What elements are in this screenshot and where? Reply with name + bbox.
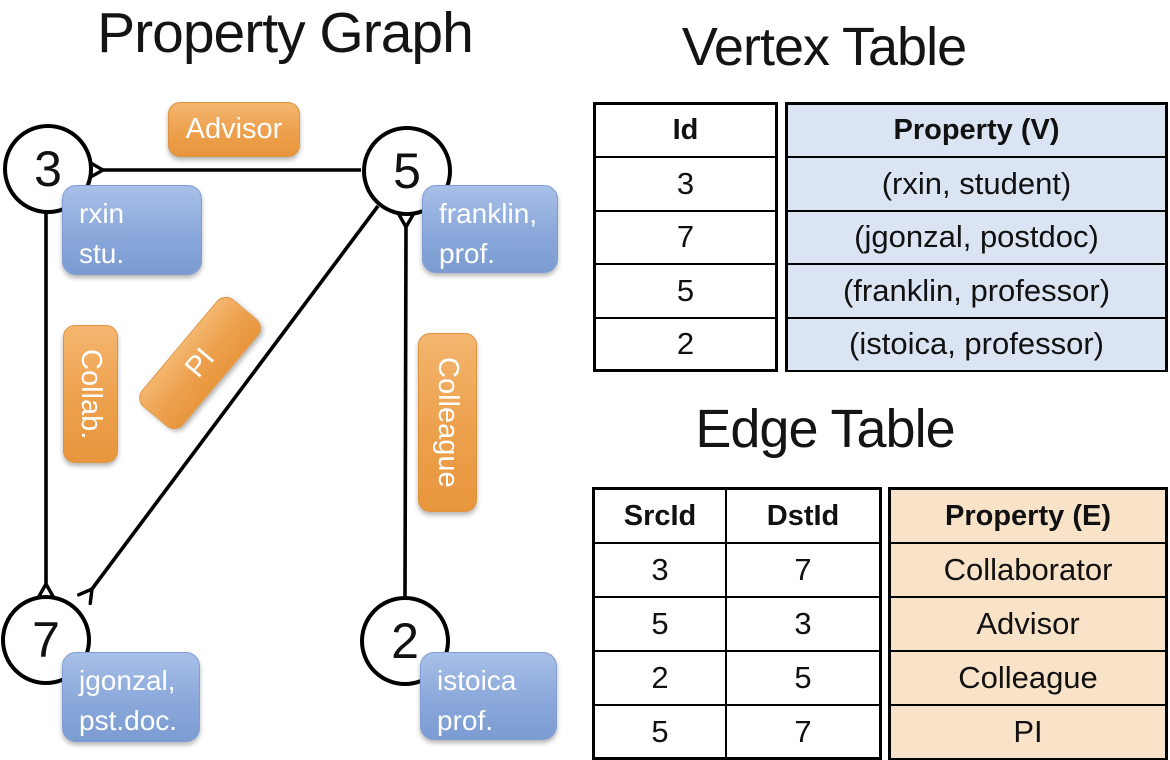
edge-table-title: Edge Table xyxy=(695,399,955,459)
edge-label-colleague: Colleague xyxy=(418,333,477,512)
edge-5-to-7 xyxy=(92,204,380,589)
edge-table-id-columns: SrcId DstId 3 7 5 3 2 5 5 7 xyxy=(592,487,882,760)
vertex-callout-rxin: rxin stu. xyxy=(62,185,202,275)
callout-line1: jgonzal, xyxy=(79,665,176,696)
edge-src-cell: 2 xyxy=(651,660,669,695)
vertex-id-cell: 3 xyxy=(676,165,695,201)
edge-table-header-dstid: DstId xyxy=(725,490,879,542)
callout-line1: franklin, xyxy=(439,198,538,229)
vertex-table-header-id: Id xyxy=(672,114,699,146)
graph-edges-layer xyxy=(0,0,585,760)
vertex-table-property-column: Property (V) (rxin, student) (jgonzal, p… xyxy=(785,102,1168,372)
edge-src-cell: 5 xyxy=(651,606,669,641)
node-id-label: 2 xyxy=(391,613,419,669)
node-id-label: 5 xyxy=(393,143,421,199)
vertex-property-cell: (franklin, professor) xyxy=(842,272,1111,308)
vertex-property-cell: (istoica, professor) xyxy=(849,326,1104,362)
property-graph-title: Property Graph xyxy=(97,1,474,65)
edge-dst-cell: 7 xyxy=(725,544,879,596)
vertex-table-id-column: Id 3 7 5 2 xyxy=(593,102,778,372)
callout-line2: prof. xyxy=(439,237,496,269)
vertex-property-cell: (rxin, student) xyxy=(881,165,1072,201)
callout-line1: istoica xyxy=(437,665,517,696)
edge-label-collab: Collab. xyxy=(63,325,118,463)
edge-property-cell: PI xyxy=(1013,714,1043,749)
edge-table-header-property: Property (E) xyxy=(945,499,1111,532)
callout-line1: rxin xyxy=(79,198,125,229)
edge-dst-cell: 3 xyxy=(725,598,879,650)
callout-line2: stu. xyxy=(79,237,125,269)
graph-node-2: 2 xyxy=(360,596,450,686)
edge-property-cell: Collaborator xyxy=(943,552,1113,587)
vertex-callout-franklin: franklin, prof. xyxy=(422,185,558,273)
edge-2-to-5 xyxy=(405,227,406,597)
edge-src-cell: 5 xyxy=(651,714,669,749)
vertex-table-header-property: Property (V) xyxy=(893,114,1060,146)
node-id-label: 7 xyxy=(32,612,60,668)
callout-line2: prof. xyxy=(437,704,494,736)
vertex-table-title: Vertex Table xyxy=(681,17,967,77)
edge-table-header-srcid: SrcId xyxy=(623,499,697,532)
edge-dst-cell: 7 xyxy=(725,706,879,758)
vertex-callout-jgonzal: jgonzal, pst.doc. xyxy=(62,652,200,742)
edge-table-property-column: Property (E) Collaborator Advisor Collea… xyxy=(888,487,1168,760)
vertex-id-cell: 5 xyxy=(676,272,695,308)
callout-line2: pst.doc. xyxy=(79,704,178,736)
edge-label-advisor: Advisor xyxy=(168,102,300,157)
edge-dst-cell: 5 xyxy=(725,652,879,704)
vertex-callout-istoica: istoica prof. xyxy=(420,652,557,740)
vertex-id-cell: 7 xyxy=(676,219,695,255)
edge-property-cell: Advisor xyxy=(976,606,1080,641)
node-id-label: 3 xyxy=(34,141,62,197)
vertex-property-cell: (jgonzal, postdoc) xyxy=(854,219,1099,255)
edge-property-cell: Colleague xyxy=(958,660,1098,695)
edge-src-cell: 3 xyxy=(651,552,669,587)
vertex-id-cell: 2 xyxy=(676,326,695,362)
